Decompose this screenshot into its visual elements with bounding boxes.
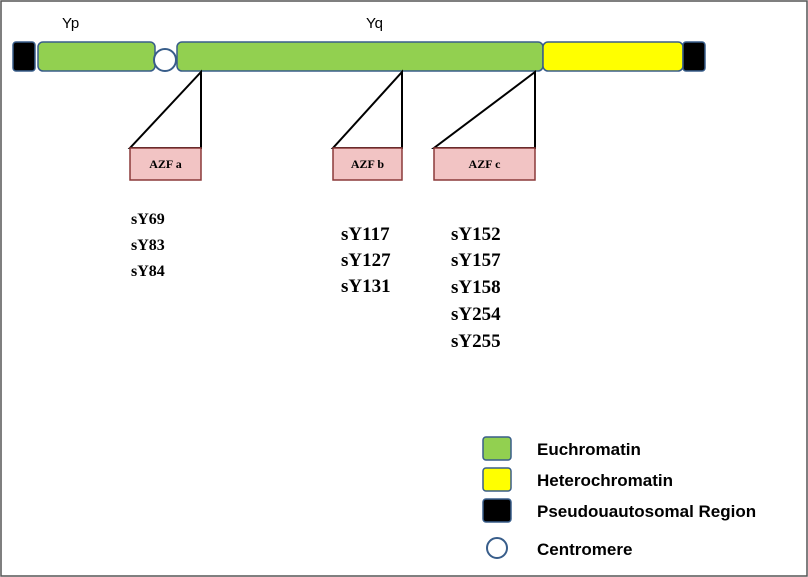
azf-a-region: AZF a sY69 sY83 sY84 [127,69,202,280]
azf-c-marker: sY254 [451,304,501,325]
azf-a-marker: sY69 [131,211,165,228]
legend-pseudoautosomal-swatch [482,498,512,523]
azf-b-box [332,147,403,181]
euchromatin-segment-yq [176,41,544,72]
azf-b-marker: sY127 [341,250,391,271]
azf-b-marker: sY117 [341,224,390,245]
azf-a-marker: sY84 [131,263,165,280]
azf-b-marker: sY131 [341,276,391,297]
azf-a-label: AZF a [149,157,182,171]
legend-centromere-icon [486,537,508,559]
azf-c-marker: sY157 [451,250,501,271]
azf-c-zoom-wedge [431,69,536,149]
legend: Euchromatin Heterochromatin Pseudouautos… [482,436,756,559]
centromere-circle [153,48,177,72]
yp-arm-label: Yp [62,15,79,32]
legend-euchromatin-label: Euchromatin [537,440,641,459]
euchromatin-segment-yp [37,41,156,72]
legend-euchromatin-swatch [482,436,512,461]
legend-heterochromatin-swatch [482,467,512,492]
legend-centromere-label: Centromere [537,540,632,559]
azf-b-label: AZF b [351,157,385,171]
azf-b-zoom-wedge [330,69,403,149]
legend-heterochromatin-label: Heterochromatin [537,471,673,490]
chromosome-bar [12,41,706,72]
azf-b-region: AZF b sY117 sY127 sY131 [330,69,403,297]
azf-c-box [433,147,536,181]
azf-a-marker: sY83 [131,237,165,254]
azf-a-zoom-wedge [127,69,202,149]
azf-c-marker: sY158 [451,277,501,298]
pseudoautosomal-segment-p [12,41,36,72]
azf-c-region: AZF c sY152 sY157 sY158 sY254 sY255 [431,69,536,352]
yq-arm-label: Yq [366,15,383,32]
azf-c-label: AZF c [469,157,502,171]
legend-pseudoautosomal-label: Pseudouautosomal Region [537,502,756,521]
heterochromatin-segment [542,41,684,72]
azf-c-marker: sY152 [451,224,501,245]
azf-c-marker: sY255 [451,331,501,352]
azf-a-box [129,147,202,181]
pseudoautosomal-segment-q [682,41,706,72]
